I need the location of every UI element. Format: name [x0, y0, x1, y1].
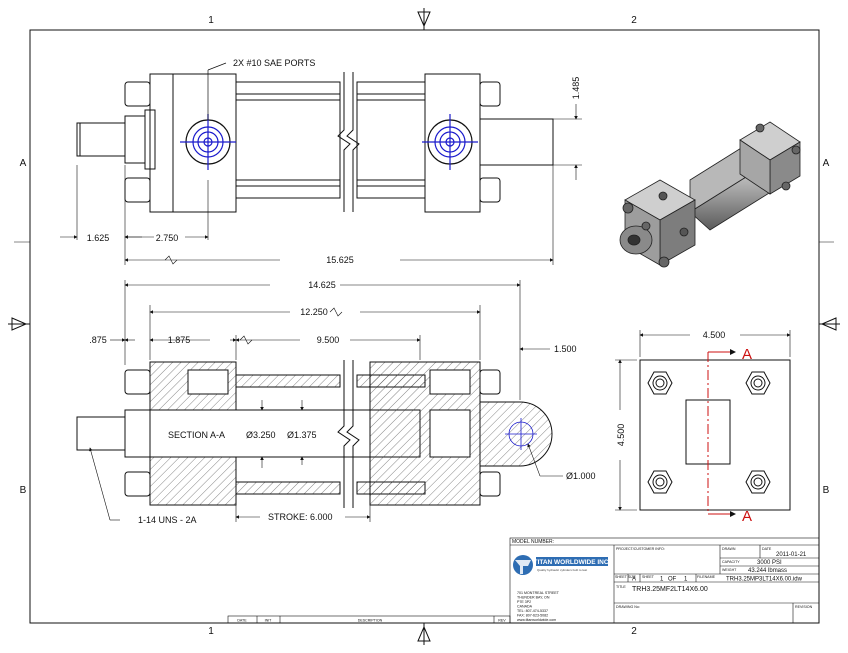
- break-lines-top: [337, 72, 360, 212]
- section-dimensions: [89, 280, 563, 522]
- stroke-dim: STROKE: 6.000: [268, 512, 333, 522]
- thread-callout: 1-14 UNS - 2A: [138, 515, 197, 525]
- section-cut-line: [707, 349, 736, 517]
- hex-nut: [647, 371, 673, 395]
- address-line-1: 701 MONTREAL STREET: [517, 591, 560, 595]
- center-marks: [11, 11, 837, 642]
- address-fax: FAX: 807-623-5082: [517, 614, 548, 618]
- dim-2750: 2.750: [156, 233, 179, 243]
- bore-diameter: Ø3.250: [246, 430, 276, 440]
- rev-col-description: DESCRIPTION: [358, 619, 383, 623]
- dim-15625: 15.625: [326, 255, 354, 265]
- zone-left-b: B: [20, 485, 27, 496]
- hex-nut: [647, 470, 673, 494]
- of-label: OF: [668, 577, 677, 583]
- isometric-render: [619, 121, 801, 268]
- address-line-3: P7E 3P2: [517, 600, 531, 604]
- capacity-value: 3000 PSI: [757, 560, 782, 566]
- end-width-dim: 4.500: [703, 330, 726, 340]
- dim-1500: 1.500: [554, 344, 577, 354]
- dim-875: .875: [89, 335, 107, 345]
- end-height-dim: 4.500: [616, 424, 626, 447]
- end-view: [639, 359, 791, 511]
- pin-diameter: Ø1.000: [566, 471, 596, 481]
- sae-port-right: [422, 114, 478, 170]
- title-block: [509, 537, 820, 624]
- of-value: 1: [684, 577, 688, 583]
- dim-9500: 9.500: [317, 335, 340, 345]
- rev-col-rev: REV: [498, 619, 506, 623]
- title-label: TITLE: [616, 585, 626, 589]
- weight-value: 43.244 lbmass: [748, 568, 787, 574]
- drawn-label: DRAWN: [722, 547, 736, 551]
- date-label: DATE: [762, 547, 772, 551]
- break-lines-section: [337, 360, 360, 508]
- rod-diameter: Ø1.375: [287, 430, 317, 440]
- filename-value: TRH3.25MP3LT14X6.00.idw: [726, 577, 803, 583]
- zone-right-a: A: [823, 158, 830, 169]
- model-number-label: MODEL NUMBER:: [512, 539, 554, 545]
- section-letter-top: A: [742, 346, 752, 363]
- top-view: [76, 73, 554, 213]
- rev-col-init: INIT: [265, 619, 273, 623]
- section-view: [76, 361, 553, 506]
- section-centerlines: [505, 418, 537, 450]
- zone-top-2: 2: [631, 15, 637, 26]
- address-website: www.titanworldwide.com: [517, 618, 556, 622]
- section-letter-bottom: A: [742, 508, 752, 525]
- sheet-border: [8, 8, 840, 645]
- company-name: TITAN WORLDWIDE INC.: [534, 559, 611, 566]
- sheet-label: SHEET: [642, 575, 655, 579]
- port-callout-text: 2X #10 SAE PORTS: [233, 58, 315, 68]
- zone-left-a: A: [20, 158, 27, 169]
- drawing-no-label: DRAWING No:: [616, 605, 640, 609]
- company-tagline: Quality hydraulic cylinders built to las…: [537, 568, 587, 572]
- clevis-tongue: [479, 118, 554, 166]
- hex-nut: [745, 371, 771, 395]
- zone-bottom-2: 2: [631, 626, 637, 637]
- sheet-value: 1: [660, 577, 664, 583]
- zone-bottom-1: 1: [208, 626, 214, 637]
- title-value: TRH3.25MF2LT14X6.00: [632, 586, 708, 593]
- sae-port-left: [180, 114, 236, 170]
- revision-label: REVISION: [795, 605, 813, 609]
- dim-12250: 12.250: [300, 307, 328, 317]
- zone-top-1: 1: [208, 15, 214, 26]
- size-value: A: [632, 577, 636, 583]
- titan-logo: [513, 555, 608, 575]
- dim-14625: 14.625: [308, 280, 336, 290]
- address-phone: TEL: 807-474-5337: [517, 609, 548, 613]
- project-label: PROJECT/CUSTOMER INFO:: [616, 547, 665, 551]
- dim-1625: 1.625: [87, 233, 110, 243]
- capacity-label: CAPACITY: [722, 560, 740, 564]
- section-label: SECTION A-A: [168, 430, 225, 440]
- hex-nut: [745, 470, 771, 494]
- top-view-dimensions: [60, 104, 582, 265]
- end-view-dimensions: [615, 330, 791, 511]
- weight-label: WEIGHT: [722, 568, 737, 572]
- zone-right-b: B: [823, 485, 830, 496]
- size-label: SHEET SIZE: [615, 575, 637, 579]
- address-line-2: THUNDER BAY, ON: [517, 596, 550, 600]
- dim-1875: 1.875: [168, 335, 191, 345]
- rod-end-thread: [76, 122, 126, 157]
- address-line-4: CANADA: [517, 605, 533, 609]
- dim-1485: 1.485: [571, 77, 581, 100]
- date-value: 2011-01-21: [776, 552, 807, 558]
- filename-label: FILENAME: [697, 575, 716, 579]
- rev-col-date: DATE: [237, 619, 247, 623]
